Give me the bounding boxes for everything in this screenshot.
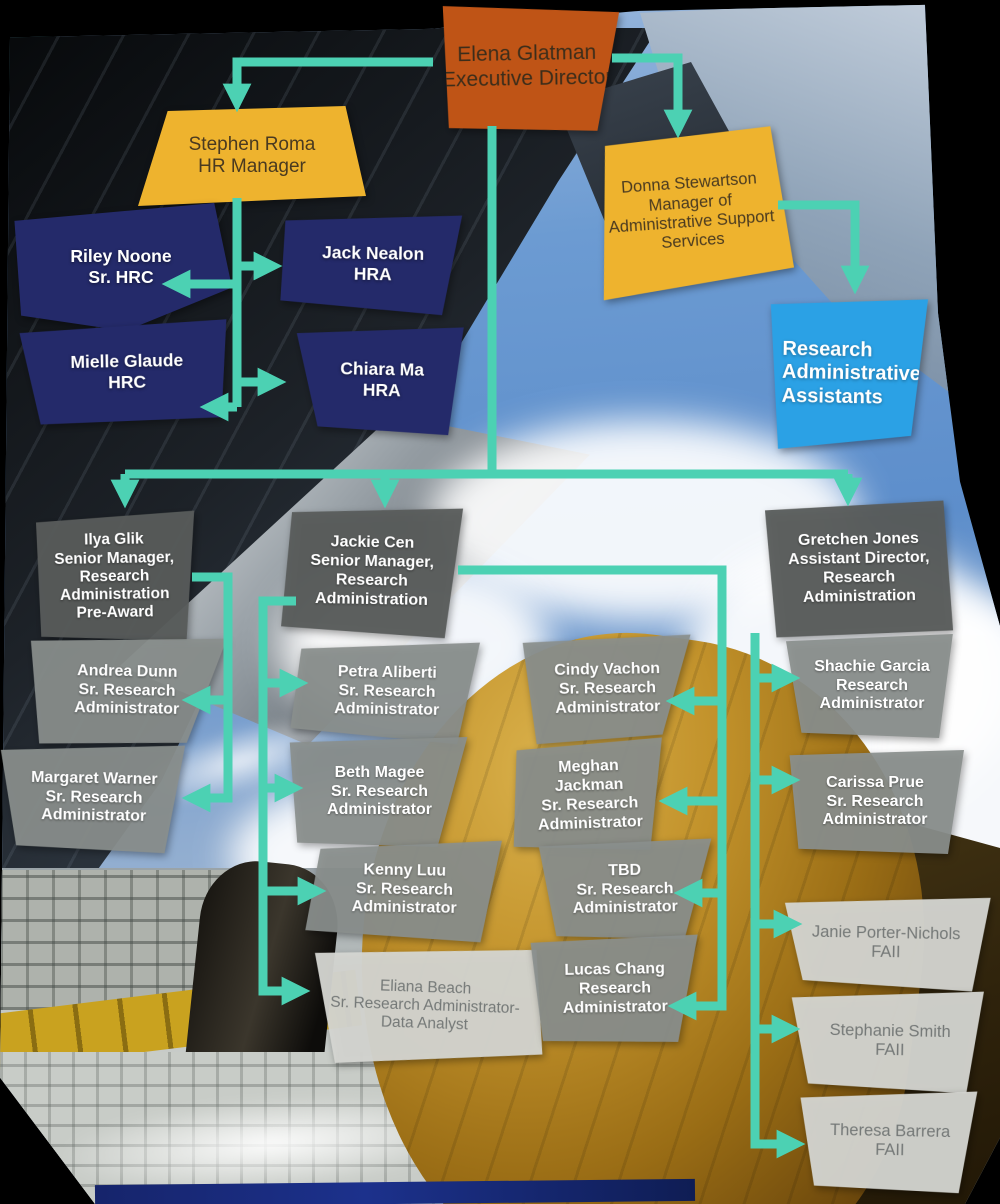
org-node-stephen-roma: Stephen Roma HR Manager [138,106,366,206]
person-name: Shachie Garcia [814,657,930,675]
org-node-donna-stewartson: Donna Stewartson Manager of Administrati… [587,125,796,300]
node-box: Petra Aliberti Sr. Research Administrato… [290,639,484,744]
node-box: Stephen Roma HR Manager [138,106,366,206]
person-title: FAII [875,1140,905,1160]
person-title: Senior Manager, Research Administration … [54,548,175,623]
node-box: Kenny Luu Sr. Research Administrator [305,837,504,942]
node-box: Jackie Cen Senior Manager, Research Admi… [281,505,463,638]
node-box: Jack Nealon HRA [280,212,466,315]
org-node-andrea-dunn: Andrea Dunn Sr. Research Administrator [25,635,229,747]
node-box: Lucas Chang Research Administrator [525,934,705,1044]
node-box: Carissa Prue Sr. Research Administrator [789,750,964,854]
node-box: Janie Porter-Nichols FAII [779,894,993,992]
node-box: Chiara Ma HRA [295,325,469,436]
person-title: Research Administrator [562,979,668,1017]
org-node-tbd: TBD Sr. Research Administrator [535,838,715,941]
person-title: FAII [875,1040,905,1060]
org-node-theresa-barrera: Theresa Barrera FAII [795,1088,985,1193]
org-node-janie-porter-nichols: Janie Porter-Nichols FAII [779,894,993,992]
org-node-jackie-cen: Jackie Cen Senior Manager, Research Admi… [281,505,463,638]
node-box: Gretchen Jones Assistant Director, Resea… [765,500,953,637]
node-box: Cindy Vachon Sr. Research Administrator [519,634,696,744]
person-title: FAII [871,942,901,962]
node-box: TBD Sr. Research Administrator [535,838,715,941]
org-node-beth-magee: Beth Magee Sr. Research Administrator [286,737,473,847]
person-title: Sr. Research Administrator [334,681,440,720]
org-node-kenny-luu: Kenny Luu Sr. Research Administrator [305,837,504,942]
node-box: Donna Stewartson Manager of Administrati… [587,125,796,300]
person-title: Sr. Research Administrator [537,794,644,834]
person-name: Jack Nealon [321,242,425,265]
person-title: HRA [353,263,392,285]
person-title: Sr. Research Administrator [555,679,661,717]
org-node-petra-aliberti: Petra Aliberti Sr. Research Administrato… [290,639,484,744]
node-box: Eliana Beach Sr. Research Administrator-… [304,942,546,1070]
person-title: Sr. Research Administrator [41,787,147,826]
org-node-stephanie-smith: Stephanie Smith FAII [790,988,990,1093]
node-box: Stephanie Smith FAII [790,988,990,1093]
person-title: Sr. Research Administrator [327,782,432,819]
person-title: HR Manager [198,156,306,177]
person-name: Stephen Roma [188,133,316,155]
node-box: Elena Glatman Executive Director [427,0,627,133]
node-box: Research Administrative Assistants [767,297,932,452]
person-name: Meghan Jackman [554,757,624,796]
person-title: Sr. Research Administrator [351,879,457,918]
person-name: Chiara Ma [340,358,425,381]
node-box: Mielle Glaude HRC [17,319,237,425]
person-title: Senior Manager, Research Administration [310,552,435,609]
person-title: HRA [362,379,401,401]
person-title: Sr. Research Administrator- Data Analyst [330,993,521,1034]
org-node-eliana-beach: Eliana Beach Sr. Research Administrator-… [304,942,546,1070]
org-node-jack-nealon: Jack Nealon HRA [280,212,466,315]
node-box: Beth Magee Sr. Research Administrator [289,737,468,847]
org-node-lucas-chang: Lucas Chang Research Administrator [525,934,705,1044]
node-box: Theresa Barrera FAII [795,1088,985,1193]
person-name: Carissa Prue [826,773,924,791]
org-node-riley-noone: Riley Noone Sr. HRC [10,203,232,331]
person-title: HRC [108,371,147,393]
org-node-carissa-prue: Carissa Prue Sr. Research Administrator [786,750,964,854]
person-title: Manager of Administrative Support Servic… [608,190,776,253]
org-node-chiara-ma: Chiara Ma HRA [295,325,469,436]
group-name: Research Administrative Assistants [781,337,922,409]
org-node-ilya-glik: Ilya Glik Senior Manager, Research Admin… [31,511,198,644]
node-box: Meghan Jackman Sr. Research Administrato… [510,737,669,854]
org-node-cindy-vachon: Cindy Vachon Sr. Research Administrator [519,634,696,744]
node-box: Shachie Garcia Research Administrator [786,634,953,738]
person-title: Sr. Research Administrator [74,680,180,719]
person-title: Executive Director [441,65,613,92]
org-node-margaret-warner: Margaret Warner Sr. Research Administrat… [0,742,189,853]
org-node-shachie-garcia: Shachie Garcia Research Administrator [786,634,958,738]
org-node-meghan-jackman: Meghan Jackman Sr. Research Administrato… [510,737,669,854]
person-title: Sr. Research Administrator [822,792,928,829]
person-title: Sr. Research Administrator [572,879,678,918]
person-name: Elena Glatman [457,41,597,67]
person-title: Sr. HRC [88,267,154,287]
person-title: Research Administrator [819,676,925,713]
org-node-research-administrative-assistants: Research Administrative Assistants [767,297,932,452]
node-box: Riley Noone Sr. HRC [14,203,232,331]
node-box: Andrea Dunn Sr. Research Administrator [25,635,229,747]
org-node-elena-glatman: Elena Glatman Executive Director [427,0,627,133]
node-box: Ilya Glik Senior Manager, Research Admin… [31,511,198,644]
person-title: Assistant Director, Research Administrat… [787,548,930,606]
person-name: Ilya Glik [83,530,144,549]
org-node-gretchen-jones: Gretchen Jones Assistant Director, Resea… [765,500,953,637]
person-name: Beth Magee [334,763,425,781]
org-node-mielle-glaude: Mielle Glaude HRC [17,319,237,425]
node-box: Margaret Warner Sr. Research Administrat… [0,742,189,853]
person-name: Riley Noone [70,246,172,267]
